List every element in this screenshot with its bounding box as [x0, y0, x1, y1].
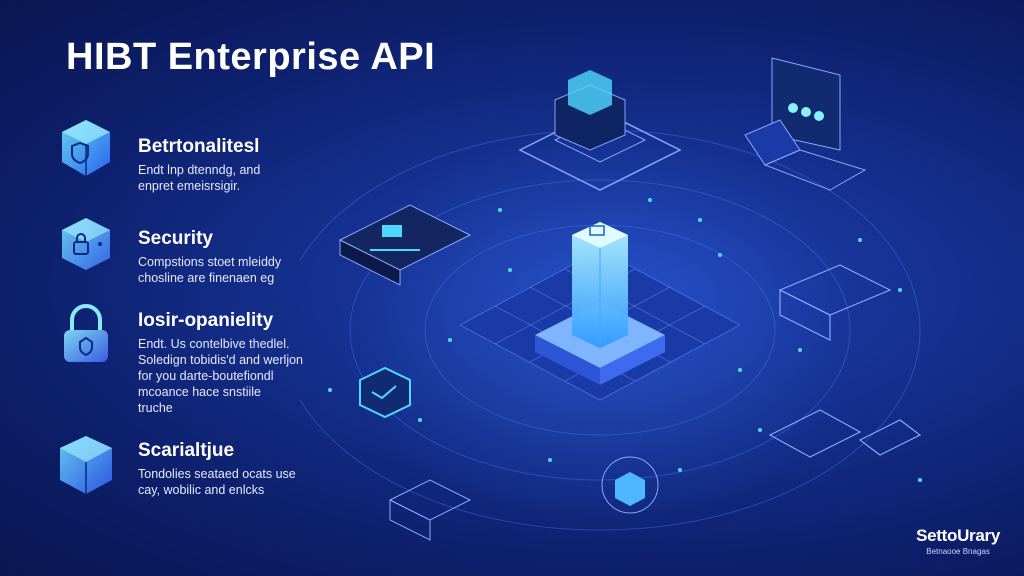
feature-heading: Iosir-opanielity [138, 310, 274, 331]
lock-cube-icon [62, 218, 110, 270]
top-server-stack [518, 70, 682, 191]
brand-logo: SettoUrary Betnaooe Bnagas [916, 526, 1000, 556]
padlock-icon [64, 304, 108, 362]
bottom-left-server [388, 479, 472, 541]
network-nodes [328, 198, 922, 482]
page-title: HIBT Enterprise API [66, 36, 436, 78]
brand-name: SettoUrary [916, 526, 1000, 545]
right-hardware [768, 264, 922, 458]
feature-heading: Betrtonalitesl [138, 136, 260, 157]
feature-heading: Security [138, 228, 213, 249]
brand-tagline: Betnaooe Bnagas [926, 547, 990, 556]
feature-description: Endt. Us contelbive thedlel. Soledign to… [138, 337, 303, 415]
feature-heading: Scarialtjue [138, 440, 235, 461]
central-data-pillar [535, 222, 665, 385]
isometric-network-illustration [300, 57, 922, 541]
cube-shield-icon [62, 120, 110, 176]
right-laptop-device [744, 57, 867, 191]
bottom-cube-icon [601, 456, 659, 514]
scalable-cube-icon [60, 436, 112, 494]
feature-description: Tondolies seataed ocats use cay, wobilic… [138, 467, 296, 497]
feature-description: Compstions stoet mleiddy chosline are fi… [138, 255, 282, 285]
left-device [338, 204, 472, 286]
feature-description: Endt lnp dtenndg, and enpret emeisrsigir… [138, 163, 261, 193]
bottom-shield-icon [359, 366, 411, 419]
